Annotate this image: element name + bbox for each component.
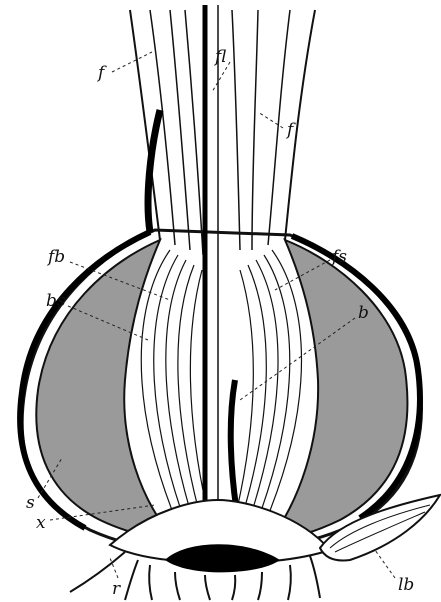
label-bs: bs — [46, 291, 66, 311]
label-x: x — [36, 513, 46, 533]
label-f-leaf: f — [96, 63, 107, 83]
label-s: s — [26, 493, 35, 513]
label-f-leaf-right: f — [285, 120, 296, 140]
label-r: r — [112, 579, 121, 599]
label-fb: fb — [46, 247, 65, 267]
label-fl-leaf: fl — [213, 47, 226, 67]
label-b: b — [358, 303, 369, 323]
label-lb: lb — [398, 575, 414, 595]
label-fs: fs — [330, 247, 347, 267]
